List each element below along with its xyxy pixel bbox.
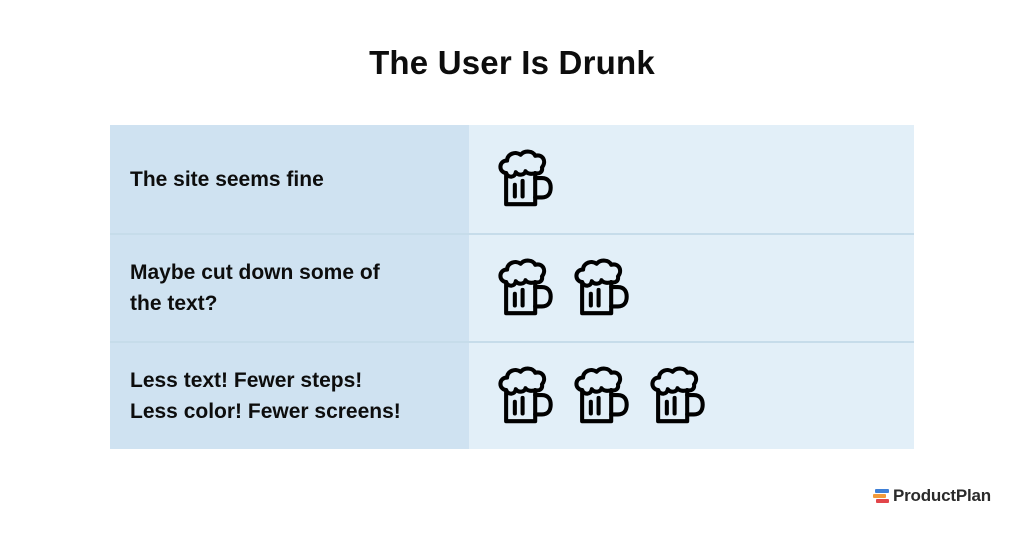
diagram-title: The User Is Drunk <box>369 44 655 81</box>
mug-rating <box>469 235 914 341</box>
beer-mug-icon <box>574 366 629 424</box>
row-label: Maybe cut down some of the text? <box>110 235 469 341</box>
beer-mug-icon <box>498 258 553 316</box>
mug-rating <box>469 343 914 449</box>
table-row: The site seems fine <box>110 125 914 233</box>
beer-mug-icon <box>574 258 629 316</box>
row-label: Less text! Fewer steps! Less color! Fewe… <box>110 343 469 449</box>
beer-mug-icon <box>650 366 705 424</box>
row-label: The site seems fine <box>110 125 469 233</box>
row-label-line: the text? <box>130 292 218 315</box>
logo-mark-icon <box>873 489 890 503</box>
row-label-line: Maybe cut down some of <box>130 261 380 284</box>
beer-mug-icon <box>498 149 553 207</box>
row-label-line: The site seems fine <box>130 167 324 191</box>
beer-mug-icon <box>498 366 553 424</box>
drunk-scale-table: The site seems fine Maybe cut down some … <box>110 125 914 449</box>
table-row: Less text! Fewer steps! Less color! Fewe… <box>110 341 914 449</box>
row-label-line: Less color! Fewer screens! <box>130 400 401 423</box>
row-label-line: Less text! Fewer steps! <box>130 369 363 392</box>
logo-text: ProductPlan <box>893 486 991 505</box>
productplan-logo: ProductPlan <box>873 486 991 506</box>
mug-rating <box>469 125 914 233</box>
table-row: Maybe cut down some of the text? <box>110 233 914 341</box>
